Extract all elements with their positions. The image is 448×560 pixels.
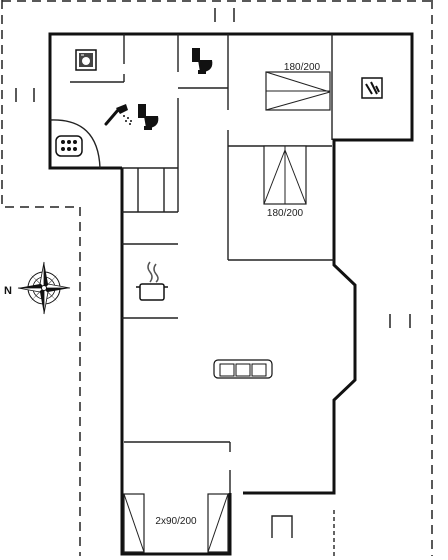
second-bed: 180/200: [263, 145, 307, 219]
shower-icon: [104, 104, 132, 126]
sauna-heater-icon: [55, 135, 83, 157]
washing-machine-icon: [75, 49, 97, 71]
bunk-bed-size: 2x90/200: [155, 516, 197, 527]
compass-north-label: N: [4, 285, 12, 297]
dishwasher-icon: [361, 77, 383, 99]
second-bed-size: 180/200: [267, 208, 304, 219]
master-bed-size: 180/200: [284, 62, 321, 73]
window-marks: [15, 8, 411, 328]
property-boundary: [1, 0, 433, 556]
sofa-icon: [213, 359, 273, 379]
exterior-walls: [48, 32, 414, 556]
interior-walls: [70, 34, 335, 556]
compass-rose-icon: [17, 261, 71, 315]
bunk-beds: 2x90/200: [123, 493, 229, 553]
master-bed: 180/200: [265, 62, 331, 111]
stove-pot-icon: [136, 261, 168, 301]
bathroom-toilet-icon: [138, 104, 159, 130]
toilet-icon: [192, 48, 213, 74]
sauna-curve: [49, 119, 101, 169]
